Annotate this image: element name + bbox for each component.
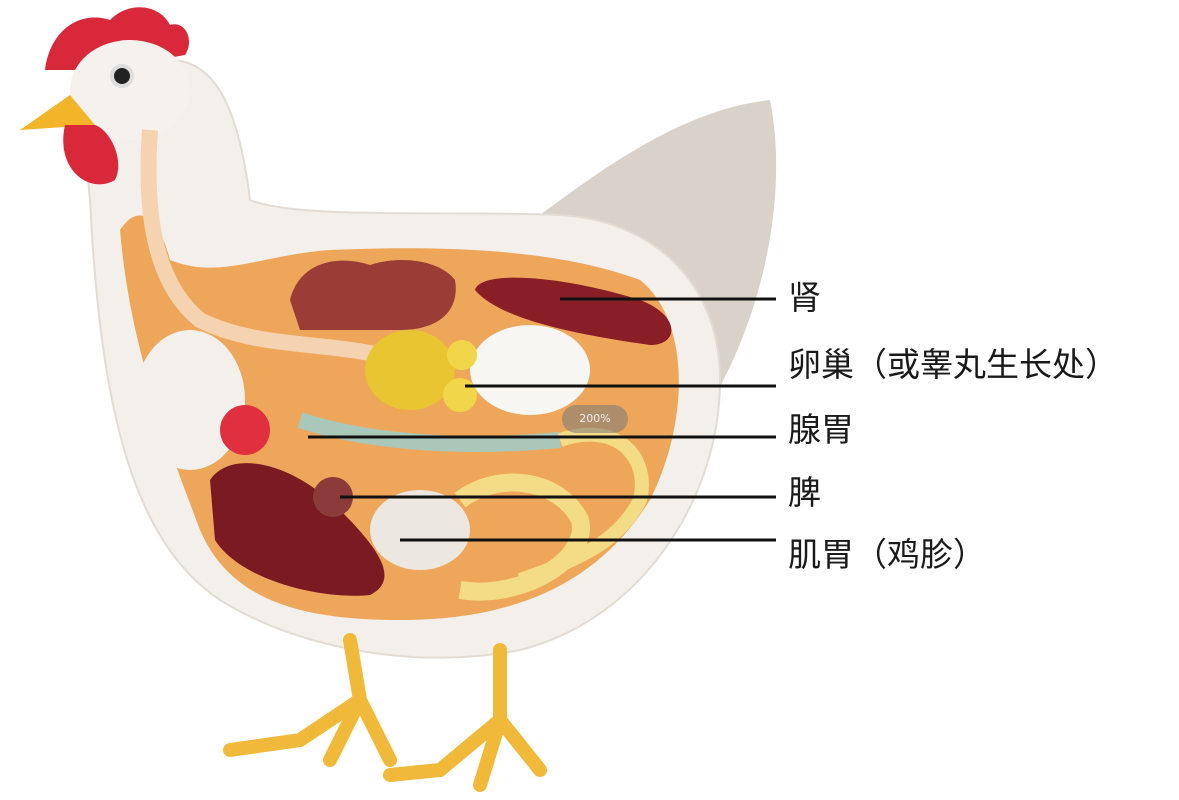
proventriculus: [297, 412, 561, 452]
right-leg: [383, 643, 547, 792]
spleen: [313, 477, 353, 517]
air-sac: [135, 330, 245, 470]
intestine-mass: [470, 325, 590, 415]
eye: [110, 64, 134, 88]
label-ovary: 卵巢（或睾丸生长处）: [788, 345, 1118, 384]
label-proventriculus: 腺胃: [788, 410, 854, 449]
head: [70, 40, 190, 140]
label-kidney: 肾: [788, 278, 821, 317]
intestine: [454, 473, 590, 601]
large-yolk: [447, 340, 477, 370]
zoom-indicator: 200%: [562, 405, 628, 433]
esophagus: [140, 129, 403, 368]
left-leg: [223, 633, 397, 767]
gizzard: [370, 490, 470, 570]
label-spleen: 脾: [788, 473, 821, 512]
large-yolk: [443, 378, 477, 412]
label-gizzard: 肌胃（鸡胗）: [788, 535, 986, 574]
heart: [220, 405, 270, 455]
beak: [20, 95, 95, 130]
lung: [290, 260, 456, 330]
ovary: [365, 330, 455, 410]
kidney: [475, 277, 672, 345]
wattle: [63, 125, 119, 185]
liver: [210, 463, 385, 596]
